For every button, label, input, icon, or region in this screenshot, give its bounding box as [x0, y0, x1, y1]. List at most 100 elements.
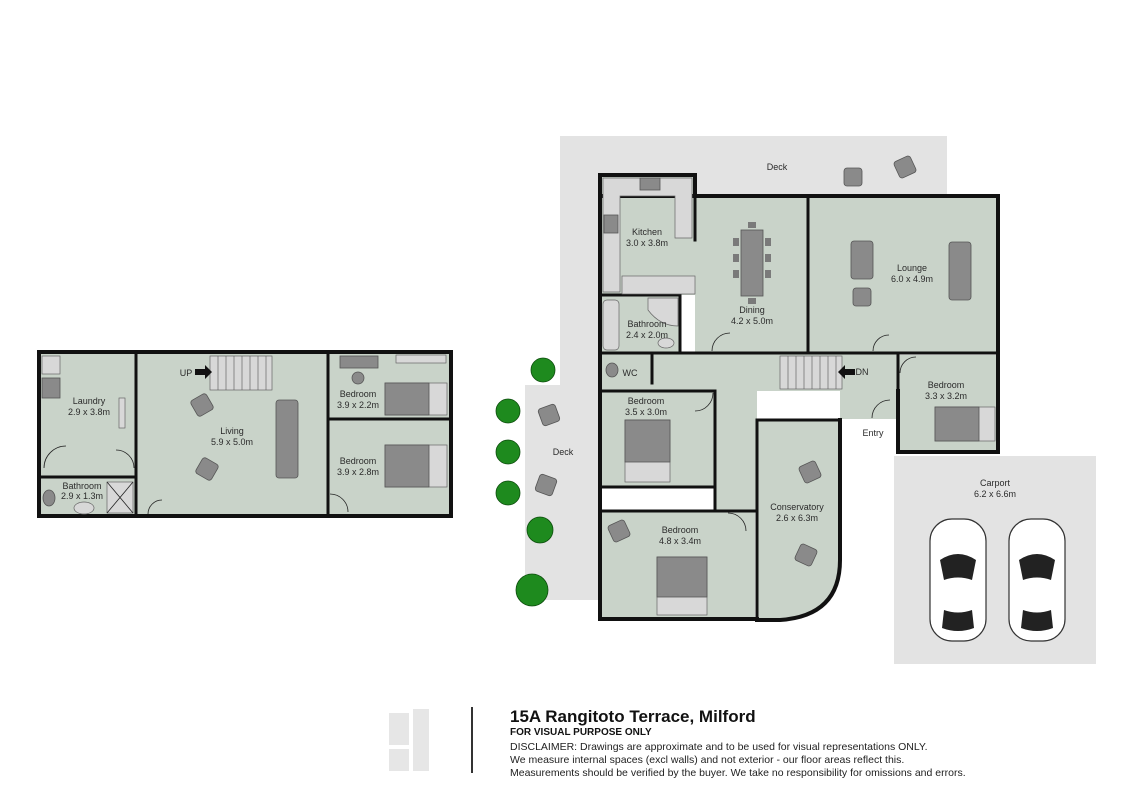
living-armchair-1 — [190, 393, 214, 417]
car-2 — [1008, 518, 1066, 642]
basin — [73, 501, 95, 515]
conservatory-chair-1 — [798, 460, 822, 484]
label-bedroom-upper-3-name: Bedroom — [662, 525, 699, 535]
conservatory-chair-2 — [794, 543, 818, 567]
kitchen-cooktop — [603, 214, 619, 234]
shower-cross-2 — [106, 481, 134, 514]
label-wc: WC — [623, 368, 638, 378]
bedroom-upper-1-quilt — [624, 419, 671, 463]
label-bedroom-upper-1-size: 3.5 x 3.0m — [625, 407, 667, 417]
company-logo-icon — [389, 709, 429, 771]
dining-chairs — [733, 222, 771, 304]
label-kitchen-size: 3.0 x 3.8m — [626, 238, 668, 248]
hall-2-fill — [715, 391, 757, 511]
footer-divider — [471, 707, 473, 773]
label-living-name: Living — [220, 426, 244, 436]
label-bathroom-upper-name: Bathroom — [627, 319, 666, 329]
plant-2 — [495, 398, 521, 424]
deck-side-chair-1 — [537, 403, 561, 427]
deck-chair-1 — [843, 167, 863, 187]
label-laundry-name: Laundry — [73, 396, 106, 406]
bath-upper-basin — [657, 337, 675, 349]
bedroom-upper-3-chair — [607, 519, 631, 543]
bedroom-upper-1-door-swing — [694, 392, 714, 412]
label-lounge-size: 6.0 x 4.9m — [891, 274, 933, 284]
kitchen-bench — [602, 177, 693, 293]
label-bedroom-lower-1-name: Bedroom — [340, 389, 377, 399]
label-carport-name: Carport — [980, 478, 1011, 488]
label-bedroom-lower-1-size: 3.9 x 2.2m — [337, 400, 379, 410]
label-bedroom-lower-2-name: Bedroom — [340, 456, 377, 466]
disclaimer-line-2: We measure internal spaces (excl walls) … — [510, 754, 905, 766]
toilet — [42, 489, 56, 507]
label-up: UP — [180, 368, 193, 378]
up-arrow-icon — [195, 365, 212, 379]
lounge-sofa-1 — [850, 240, 874, 280]
disclaimer-line-3: Measurements should be verified by the b… — [510, 767, 966, 779]
footer: 15A Rangitoto Terrace, Milford FOR VISUA… — [385, 705, 1105, 785]
bedroom-upper-3-quilt — [656, 556, 708, 598]
lower-floor-outer-wall — [37, 350, 453, 518]
property-address: 15A Rangitoto Terrace, Milford — [510, 707, 756, 726]
laundry-slider — [118, 397, 126, 429]
label-dining-size: 4.2 x 5.0m — [731, 316, 773, 326]
plant-1 — [530, 357, 556, 383]
car-1 — [929, 518, 987, 642]
lower-floor: Laundry 2.9 x 3.8m Bathroom 2.9 x 1.3m L… — [37, 350, 453, 518]
bedroom-lower-desk — [339, 355, 379, 369]
deck-side-chair-2 — [534, 473, 558, 497]
laundry-tub — [41, 377, 61, 399]
label-laundry-size: 2.9 x 3.8m — [68, 407, 110, 417]
wardrobe-lower — [395, 354, 447, 364]
plant-4 — [495, 480, 521, 506]
label-bathroom-lower-name: Bathroom — [62, 481, 101, 491]
label-living-size: 5.9 x 5.0m — [211, 437, 253, 447]
deck-side-area — [525, 385, 600, 600]
disclaimer-line-1: DISCLAIMER: Drawings are approximate and… — [510, 741, 928, 753]
wc-toilet — [605, 362, 619, 378]
plant-5 — [526, 516, 554, 544]
plants — [495, 357, 556, 607]
upper-stair-treads — [787, 356, 837, 389]
down-arrow-icon — [838, 365, 855, 379]
entry-fill — [840, 391, 898, 419]
label-bedroom-upper-1-name: Bedroom — [628, 396, 665, 406]
lounge-armchair — [852, 287, 872, 307]
label-kitchen-name: Kitchen — [632, 227, 662, 237]
visual-purpose-note: FOR VISUAL PURPOSE ONLY — [510, 727, 652, 738]
label-deck-side: Deck — [553, 447, 574, 457]
kitchen-sink — [639, 177, 661, 191]
bedroom-upper-2-quilt — [934, 406, 980, 442]
dining-door-swing — [711, 332, 731, 352]
label-bedroom-upper-2-size: 3.3 x 3.2m — [925, 391, 967, 401]
bedroom-lower-bed-1-quilt — [384, 382, 430, 416]
dining-table — [740, 229, 764, 297]
label-bathroom-lower-size: 2.9 x 1.3m — [61, 491, 103, 501]
label-carport-size: 6.2 x 6.6m — [974, 489, 1016, 499]
lounge-door-swing — [872, 334, 890, 352]
living-door-swing — [147, 499, 163, 515]
label-bedroom-upper-2-name: Bedroom — [928, 380, 965, 390]
bedroom-upper-2-door-swing — [899, 356, 917, 374]
stairs-upper — [779, 355, 843, 390]
label-bathroom-upper-size: 2.4 x 2.0m — [626, 330, 668, 340]
living-armchair-2 — [195, 457, 219, 481]
laundry-door-swing-2 — [115, 449, 135, 469]
living-sofa — [275, 399, 299, 479]
plant-3 — [495, 439, 521, 465]
stairs-lower — [209, 355, 273, 391]
label-dn: DN — [856, 367, 869, 377]
upper-floor: Deck Deck Kitchen 3.0 x 3.8m Dining 4.2 … — [495, 136, 1096, 664]
label-conservatory-size: 2.6 x 6.3m — [776, 513, 818, 523]
bedroom-lower-chair — [351, 371, 365, 385]
bath-shower — [647, 297, 679, 327]
deck-chair-2 — [893, 155, 917, 179]
kitchen-outer-wall — [598, 173, 697, 198]
stair-treads — [217, 356, 267, 390]
entry-door-swing — [871, 399, 891, 419]
lounge-sofa-2 — [948, 241, 972, 301]
plant-6 — [515, 573, 549, 607]
label-entry: Entry — [862, 428, 884, 438]
laundry-door-swing — [43, 445, 67, 469]
